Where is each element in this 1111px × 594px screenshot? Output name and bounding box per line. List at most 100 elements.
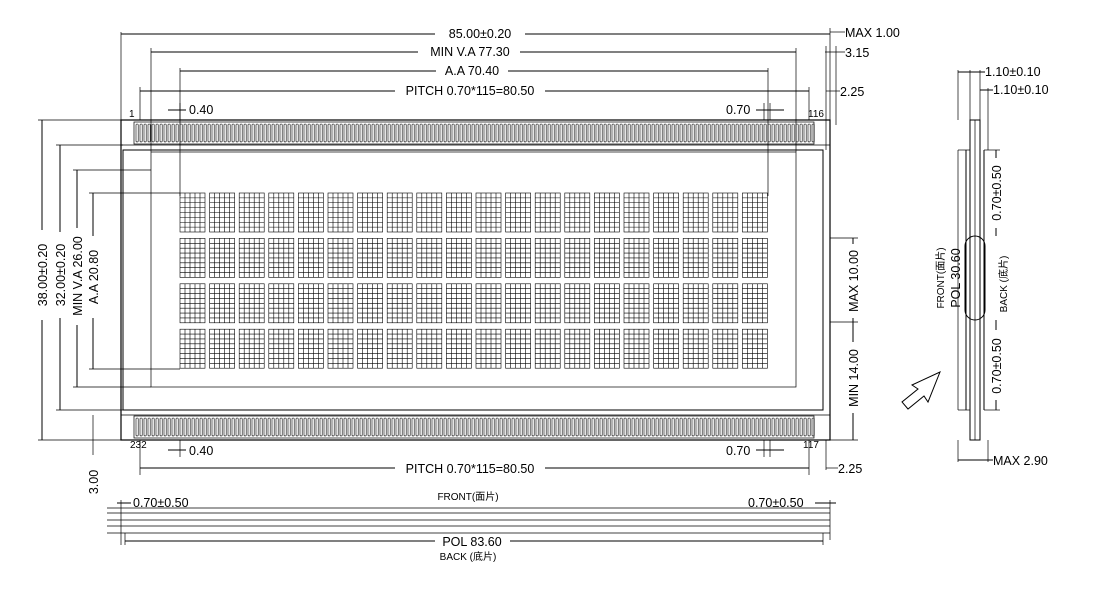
character-cell <box>209 192 235 233</box>
polarizer-frame <box>122 149 824 411</box>
side-110-a-label: 1.10±0.10 <box>985 65 1041 79</box>
character-cell <box>742 283 768 324</box>
character-cell <box>505 283 531 324</box>
front-offset-left-label: 0.70±0.50 <box>133 496 189 510</box>
character-cell <box>327 328 354 369</box>
character-cell <box>475 283 502 324</box>
dim-pitch-bottom: PITCH 0.70*115=80.50 2.25 <box>139 440 862 476</box>
min-va-height-label: MIN V.A 26.00 <box>71 236 85 315</box>
front-offset-right-label: 0.70±0.50 <box>748 496 804 510</box>
pitch-bottom-label: PITCH 0.70*115=80.50 <box>406 462 535 476</box>
dim-aa-width: A.A 70.40 <box>179 64 769 196</box>
character-cell <box>682 238 709 278</box>
character-cell <box>268 192 295 233</box>
character-cell <box>653 283 679 324</box>
character-cell <box>327 283 354 324</box>
character-cell <box>653 328 679 369</box>
character-cell <box>653 238 679 278</box>
character-cell <box>682 283 709 324</box>
dim-right-top: MAX 1.00 3.15 2.25 <box>825 26 900 150</box>
side-view: 1.10±0.10 1.10±0.10 0.70±0.50 0.70±0.50 … <box>934 65 1049 468</box>
aa-height-label: A.A 20.80 <box>87 250 101 304</box>
character-cell <box>623 328 650 369</box>
character-cell <box>298 238 324 278</box>
character-cell <box>534 328 561 369</box>
character-cell <box>712 192 739 233</box>
bottom-front-label: FRONT(面片) <box>437 490 498 503</box>
max-10-label: MAX 10.00 <box>847 250 861 312</box>
dim-left-vertical: 38.00±0.20 32.00±0.20 MIN V.A 26.00 A.A … <box>36 119 180 494</box>
character-cell <box>623 283 650 324</box>
dim-offset-bottom: 0.40 0.70 <box>168 440 784 458</box>
side-pol-label: POL 30.60 <box>949 248 963 307</box>
character-cell <box>712 238 739 278</box>
max-top-label: MAX 1.00 <box>845 26 900 40</box>
character-grid <box>179 192 768 369</box>
dim-3-00-label: 3.00 <box>87 470 101 494</box>
character-cell <box>416 283 443 324</box>
character-cell <box>446 192 472 233</box>
character-cell <box>327 192 354 233</box>
bottom-back-label: BACK (底片) <box>440 550 497 563</box>
side-back-label: BACK (底片) <box>997 256 1010 313</box>
pol-width-label: POL 83.60 <box>442 535 501 549</box>
character-cell <box>594 238 620 278</box>
character-cell <box>238 328 265 369</box>
character-cell <box>446 328 472 369</box>
bottom-edge-view: FRONT(面片) 0.70±0.50 0.70±0.50 POL 83.60 … <box>107 490 836 563</box>
dim-pitch-top: PITCH 0.70*115=80.50 <box>139 84 810 120</box>
character-cell <box>238 238 265 278</box>
character-cell <box>386 283 413 324</box>
dim-2-25-bottom-label: 2.25 <box>838 462 862 476</box>
pitch-070-bottom-label: 0.70 <box>726 444 750 458</box>
side-070-top-label: 0.70±0.50 <box>990 165 1004 221</box>
character-cell <box>475 192 502 233</box>
character-cell <box>534 283 561 324</box>
character-cell <box>268 238 295 278</box>
character-cell <box>505 238 531 278</box>
character-cell <box>564 283 591 324</box>
pitch-top-label: PITCH 0.70*115=80.50 <box>406 84 535 98</box>
pin-label-top-left: 1 <box>129 109 135 120</box>
character-cell <box>238 192 265 233</box>
character-cell <box>209 328 235 369</box>
pin-row-bottom <box>133 415 815 439</box>
side-front-label: FRONT(面片) <box>934 247 947 308</box>
character-cell <box>623 192 650 233</box>
module-outer-frame <box>120 119 831 441</box>
character-cell <box>712 283 739 324</box>
character-cell <box>534 192 561 233</box>
character-cell <box>238 283 265 324</box>
pin-row-top <box>133 121 815 145</box>
character-cell <box>416 238 443 278</box>
character-cell <box>594 283 620 324</box>
pin-label-bottom-left: 232 <box>130 440 147 451</box>
pin-label-top-right: 116 <box>808 109 824 120</box>
character-cell <box>416 192 443 233</box>
character-cell <box>179 283 206 324</box>
character-cell <box>594 328 620 369</box>
min-va-width-label: MIN V.A 77.30 <box>430 45 509 59</box>
character-cell <box>682 192 709 233</box>
dim-offset-top: 0.40 0.70 <box>168 103 784 120</box>
side-070-bottom-label: 0.70±0.50 <box>990 338 1004 394</box>
overall-height-label: 38.00±0.20 <box>36 244 50 307</box>
character-cell <box>386 328 413 369</box>
view-area-frame <box>150 151 797 388</box>
character-cell <box>742 192 768 233</box>
character-cell <box>298 283 324 324</box>
character-cell <box>564 238 591 278</box>
character-cell <box>357 283 383 324</box>
height-32-label: 32.00±0.20 <box>54 244 68 307</box>
side-110-b-label: 1.10±0.10 <box>993 83 1049 97</box>
character-cell <box>416 328 443 369</box>
character-cell <box>268 283 295 324</box>
offset-bottom-label: 0.40 <box>189 444 213 458</box>
character-cell <box>179 192 206 233</box>
character-cell <box>594 192 620 233</box>
character-cell <box>209 238 235 278</box>
character-cell <box>623 238 650 278</box>
character-cell <box>742 328 768 369</box>
character-cell <box>179 328 206 369</box>
